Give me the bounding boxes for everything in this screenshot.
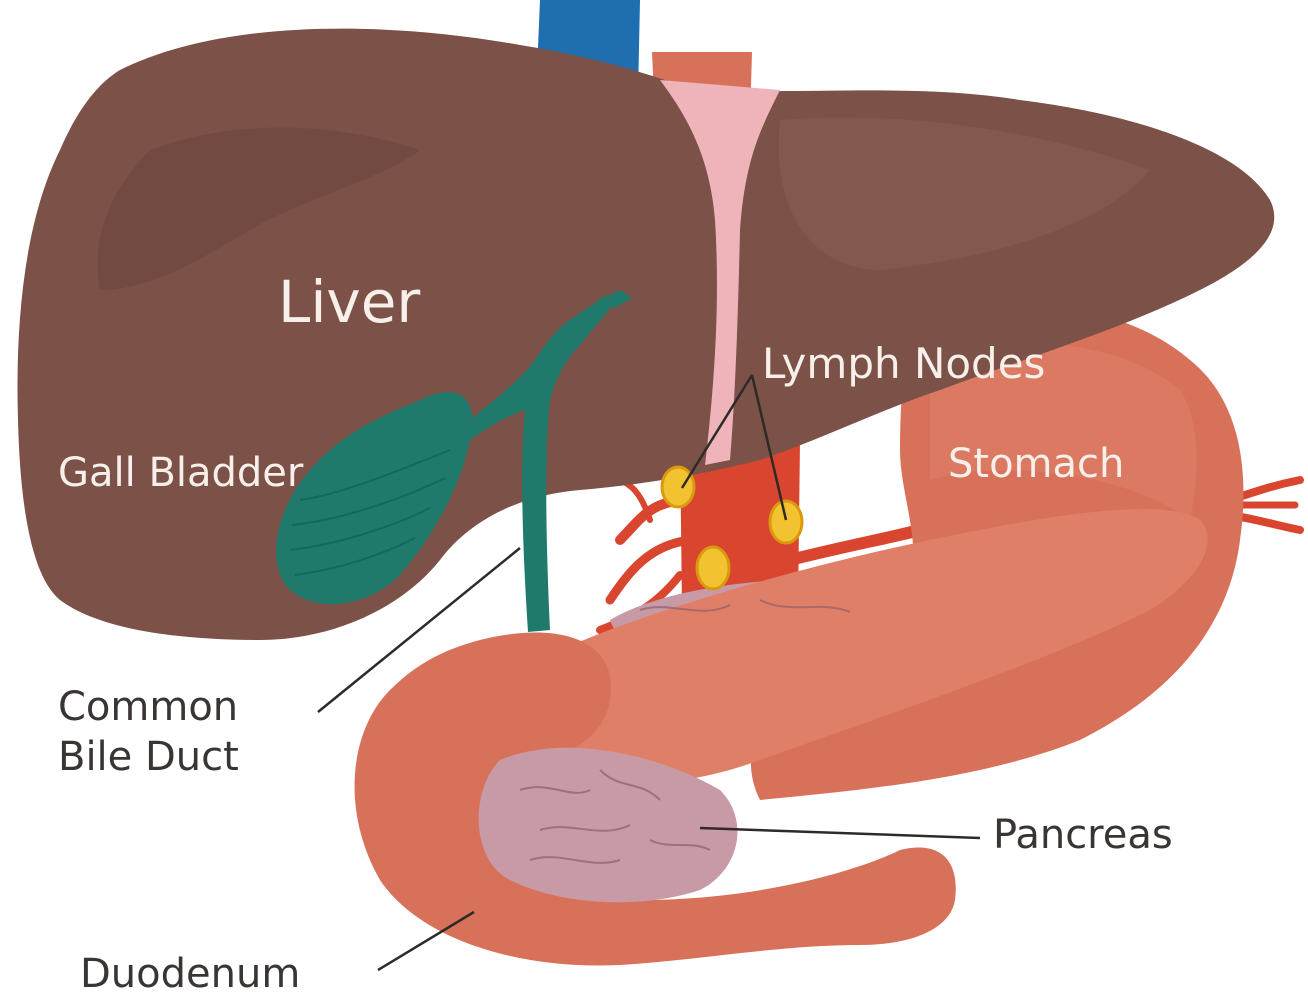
lymph-node-1 — [662, 467, 694, 507]
label-lymph-nodes: Lymph Nodes — [762, 339, 1045, 388]
label-common-bile-duct-line2: Bile Duct — [58, 734, 239, 780]
label-stomach: Stomach — [948, 441, 1124, 487]
lymph-node-2 — [770, 501, 802, 543]
label-gall-bladder: Gall Bladder — [58, 450, 304, 496]
label-duodenum: Duodenum — [80, 951, 300, 994]
label-common-bile-duct-line1: Common — [58, 684, 238, 730]
lymph-node-3 — [697, 547, 729, 589]
label-pancreas: Pancreas — [993, 812, 1173, 858]
leader-pancreas — [700, 828, 980, 838]
label-liver: Liver — [278, 268, 420, 336]
